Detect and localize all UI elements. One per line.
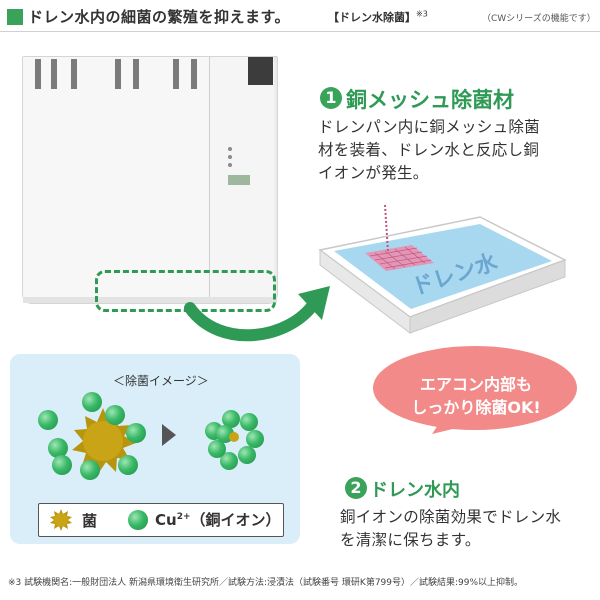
legend-box — [38, 503, 284, 537]
feature1-body-line: ドレンパン内に銅メッシュ除菌 — [318, 118, 540, 136]
copper-ion-icon — [105, 405, 125, 425]
ac-indicator-icon — [228, 155, 232, 159]
ac-vent-slot — [133, 59, 139, 89]
copper-ion-icon — [220, 452, 238, 470]
header-divider — [0, 31, 600, 32]
speech-bubble-line: エアコン内部も — [419, 375, 532, 394]
speech-bubble-text: エアコン内部も しっかり除菌OK! — [378, 373, 574, 419]
ac-panel-center — [85, 57, 148, 297]
legend-copper-ion-icon — [128, 510, 148, 530]
feature1-heading: 銅メッシュ除菌材 — [346, 88, 514, 112]
ac-control-panel — [228, 175, 250, 185]
legend-copper-prefix: Cu — [155, 511, 177, 529]
ac-vent-slot — [71, 59, 77, 89]
header-square-icon — [7, 9, 23, 25]
feature-tag: 【ドレン水除菌】※3 — [328, 9, 428, 25]
copper-ion-icon — [238, 446, 256, 464]
ac-vent-slot — [173, 59, 179, 89]
copper-ion-icon — [240, 413, 258, 431]
legend-copper-suffix: （銅イオン） — [190, 511, 281, 529]
feature2-body: 銅イオンの除菌効果でドレン水 を清潔に保ちます。 — [340, 506, 595, 552]
legend-copper-label: Cu2+（銅イオン） — [155, 509, 281, 530]
feature-tag-label: 【ドレン水除菌】 — [328, 11, 416, 24]
ac-panel-right — [147, 57, 210, 297]
feature1-number-badge: 1 — [320, 87, 342, 109]
speech-bubble-line: しっかり除菌OK! — [411, 398, 541, 417]
copper-ion-icon — [208, 440, 226, 458]
ac-panel-left — [23, 57, 86, 297]
copper-ion-icon — [48, 438, 68, 458]
feature-tag-note-mark: ※3 — [416, 9, 428, 19]
ac-vent-slot — [191, 59, 197, 89]
ac-indicator-icon — [228, 163, 232, 167]
ac-top-cover — [248, 57, 273, 85]
image-panel-title: ＜除菌イメージ＞ — [113, 374, 209, 388]
copper-ion-icon — [246, 430, 264, 448]
ac-vent-slot — [35, 59, 41, 89]
feature1-body: ドレンパン内に銅メッシュ除菌 材を装着、ドレン水と反応し銅 イオンが発生。 — [318, 116, 588, 185]
ac-bottom-edge — [23, 297, 277, 303]
feature1-body-line: 材を装着、ドレン水と反応し銅 — [318, 141, 540, 159]
ac-vent-slot — [51, 59, 57, 89]
feature1-body-line: イオンが発生。 — [318, 164, 429, 182]
ac-indicator-icon — [228, 147, 232, 151]
feature2-heading: ドレン水内 — [370, 480, 460, 501]
copper-ion-icon — [126, 423, 146, 443]
legend-bacteria-icon — [50, 509, 72, 531]
ac-vent-slot — [115, 59, 121, 89]
copper-ion-icon — [52, 455, 72, 475]
speech-bubble — [373, 346, 577, 434]
legend-bacteria-label: 菌 — [82, 512, 98, 530]
copper-ion-icon — [80, 460, 100, 480]
feature2-number-badge: 2 — [345, 477, 367, 499]
copper-ion-icon — [118, 455, 138, 475]
feature2-body-line: 銅イオンの除菌効果でドレン水 — [340, 508, 562, 526]
feature2-body-line: を清潔に保ちます。 — [340, 531, 481, 549]
copper-ion-icon — [38, 410, 58, 430]
triangle-arrow-icon — [162, 424, 176, 446]
page-title: ドレン水内の細菌の繁殖を抑えます。 — [28, 8, 291, 26]
drain-tray-image — [318, 205, 567, 335]
footnote: ※3 試験機関名:一般財団法人 新潟県環境衛生研究所／試験方法:浸漬法（試験番号… — [8, 578, 524, 588]
bacteria-icon — [229, 432, 239, 442]
series-note: （CWシリーズの機能です） — [482, 14, 596, 24]
legend-copper-sup: 2+ — [176, 512, 191, 522]
copper-ion-icon — [222, 410, 240, 428]
copper-ion-icon — [82, 392, 102, 412]
curved-arrow-icon — [184, 286, 330, 342]
air-conditioner-image — [22, 56, 278, 304]
